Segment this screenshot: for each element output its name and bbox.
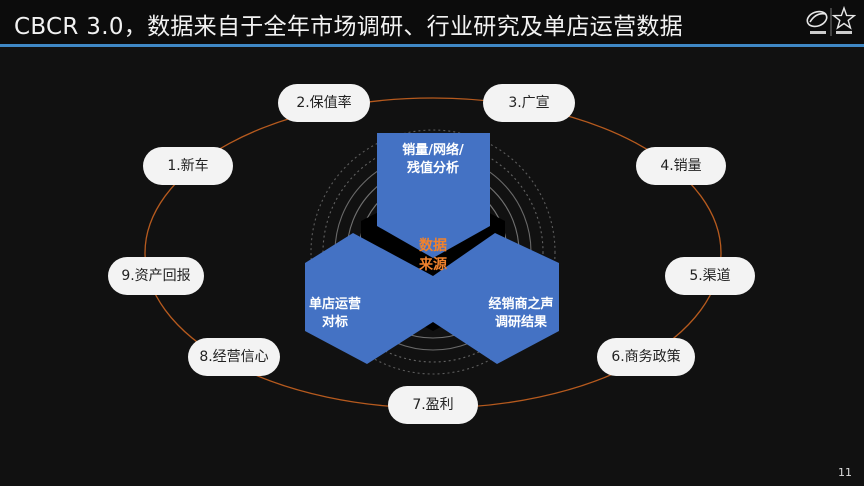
node-sales-volume: 4.销量 — [636, 147, 726, 185]
slide-title: CBCR 3.0，数据来自于全年市场调研、行业研究及单店运营数据 — [14, 14, 683, 40]
section-label-dealer-voice: 经销商之声 调研结果 — [488, 297, 554, 330]
node-business-confidence: 8.经营信心 — [188, 338, 280, 376]
slide-header: CBCR 3.0，数据来自于全年市场调研、行业研究及单店运营数据 — [0, 0, 864, 44]
cbdr-logo-icon — [806, 10, 828, 34]
page-number: 11 — [838, 466, 852, 479]
hex-section-top — [377, 133, 490, 258]
node-business-policy: 6.商务政策 — [597, 338, 695, 376]
header-accent-rule — [0, 44, 864, 47]
node-advertising: 3.广宣 — [483, 84, 575, 122]
section-label-store-benchmark: 单店运营 对标 — [308, 297, 361, 330]
logo-group — [806, 5, 856, 36]
node-residual-value: 2.保值率 — [278, 84, 370, 122]
cadc-star-logo-icon — [831, 5, 856, 34]
hex-section-left — [305, 233, 433, 364]
node-asset-return: 9.资产回报 — [108, 257, 204, 295]
node-profit: 7.盈利 — [388, 386, 478, 424]
hex-section-right — [433, 233, 559, 364]
section-label-sales-network: 销量/网络/ 残值分析 — [402, 143, 464, 176]
node-channel: 5.渠道 — [665, 257, 755, 295]
node-new-car: 1.新车 — [143, 147, 233, 185]
center-label: 数据 来源 — [419, 238, 447, 273]
